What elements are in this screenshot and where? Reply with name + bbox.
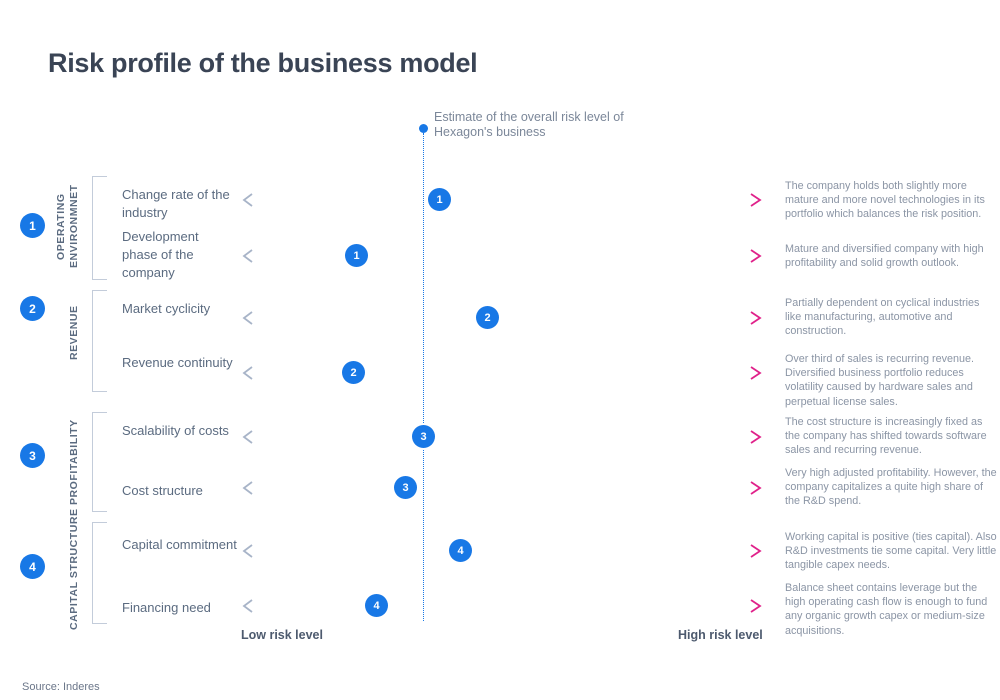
category-bracket-2 [92, 290, 107, 392]
risk-marker[interactable]: 4 [449, 539, 472, 562]
row-description: Over third of sales is recurring revenue… [785, 353, 975, 408]
row-label: Revenue continuity [122, 355, 233, 370]
category-label-capital-structure: CAPITAL STRUCTURE [68, 508, 80, 630]
category-bracket-4 [92, 522, 107, 624]
category-label-profitability: PROFITABILITY [68, 419, 80, 506]
row-description: The cost structure is increasingly fixed… [785, 416, 987, 457]
estimate-dot-icon [419, 124, 428, 133]
category-bracket-3 [92, 412, 107, 512]
risk-marker[interactable]: 3 [394, 476, 417, 499]
category-badge-4: 4 [20, 554, 45, 579]
scale-label-low: Low risk level [241, 628, 323, 642]
row-label: Cost structure [122, 483, 203, 498]
row-label: Market cyclicity [122, 301, 211, 316]
category-label-operating-environment: OPERATING ENVIRONMNET [55, 184, 80, 269]
risk-axis-arrow [240, 544, 765, 558]
category-bracket-1 [92, 176, 107, 280]
row-label: Capital commitment [122, 537, 237, 552]
risk-axis-arrow [240, 249, 765, 263]
risk-axis-arrow [240, 430, 765, 444]
scale-label-high: High risk level [678, 628, 763, 642]
risk-marker[interactable]: 4 [365, 594, 388, 617]
row-description: The company holds both slightly more mat… [785, 180, 985, 221]
row-label: Change rate of the industry [122, 187, 230, 220]
risk-axis-arrow [240, 599, 765, 613]
category-badge-2: 2 [20, 296, 45, 321]
row-description: Very high adjusted profitability. Howeve… [785, 467, 997, 508]
category-badge-1: 1 [20, 213, 45, 238]
risk-marker[interactable]: 2 [476, 306, 499, 329]
category-badge-3: 3 [20, 443, 45, 468]
risk-axis-arrow [240, 481, 765, 495]
row-label: Development phase of the company [122, 229, 199, 280]
row-description: Mature and diversified company with high… [785, 243, 984, 270]
estimate-reference-line [423, 133, 424, 621]
row-label: Financing need [122, 600, 211, 615]
source-note: Source: Inderes [22, 681, 100, 693]
page-title: Risk profile of the business model [48, 48, 478, 78]
category-label-revenue: REVENUE [68, 305, 80, 361]
row-label: Scalability of costs [122, 423, 229, 438]
risk-marker[interactable]: 3 [412, 425, 435, 448]
row-description: Working capital is positive (ties capita… [785, 531, 997, 572]
estimate-annotation-text: Estimate of the overall risk level of He… [434, 110, 624, 139]
row-description: Partially dependent on cyclical industri… [785, 297, 980, 338]
risk-marker[interactable]: 1 [428, 188, 451, 211]
risk-marker[interactable]: 1 [345, 244, 368, 267]
risk-axis-arrow [240, 193, 765, 207]
risk-axis-arrow [240, 366, 765, 380]
risk-axis-arrow [240, 311, 765, 325]
risk-marker[interactable]: 2 [342, 361, 365, 384]
row-description: Balance sheet contains leverage but the … [785, 582, 988, 637]
